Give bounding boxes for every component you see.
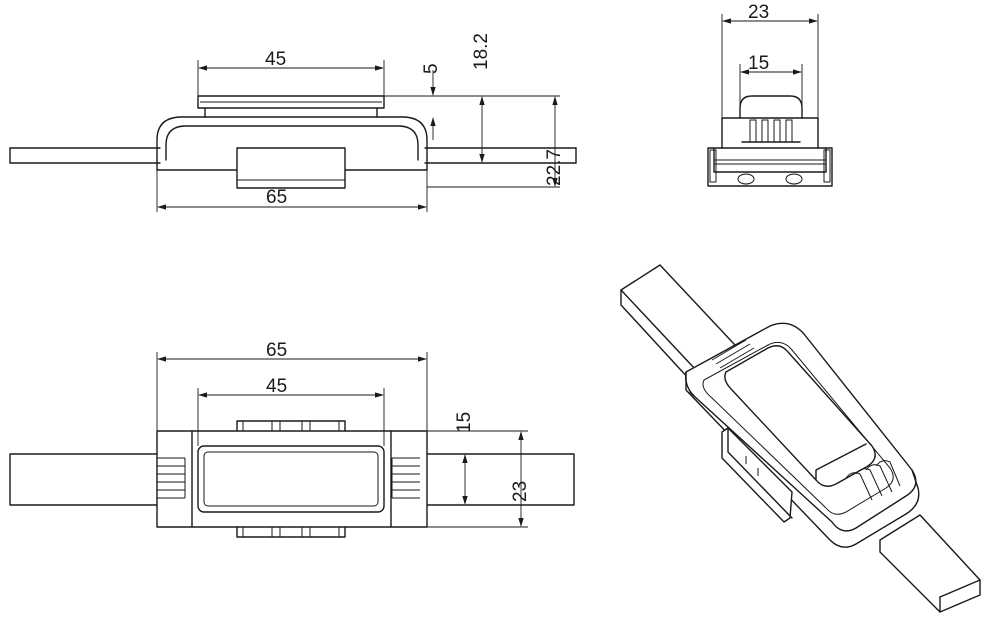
- dim-side-height: 18.2: [471, 33, 492, 70]
- dim-side-top-width: 45: [265, 49, 286, 70]
- dim-top-inner-width: 45: [266, 376, 287, 397]
- dim-side-overall-width: 65: [266, 187, 287, 208]
- side-view: 45 65 5 18.2 22.7: [9, 33, 577, 212]
- dim-side-gap: 5: [421, 63, 442, 74]
- dim-end-inner-width: 15: [748, 53, 769, 74]
- isometric-view: [620, 264, 981, 613]
- dim-end-overall-width: 23: [748, 2, 769, 23]
- top-view: 65 45 15 23: [9, 340, 575, 538]
- dim-top-overall-width: 65: [266, 340, 287, 361]
- dim-top-inner-height: 15: [454, 412, 475, 433]
- dim-side-total-height: 22.7: [544, 149, 565, 186]
- end-view: 23 15: [707, 2, 833, 187]
- dim-top-overall-height: 23: [510, 481, 531, 502]
